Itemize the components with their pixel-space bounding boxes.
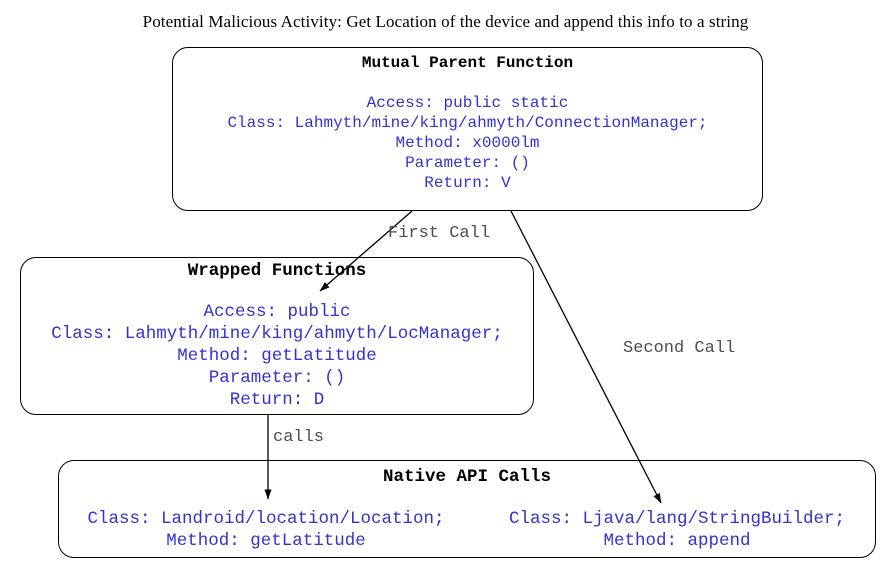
parent-parameter-line: Parameter: ()	[405, 154, 530, 172]
parent-class-line: Class: Lahmyth/mine/king/ahmyth/Connecti…	[227, 114, 708, 132]
mutual-parent-function-node: Mutual Parent Function Access: public st…	[172, 47, 763, 211]
calls-edge-label: calls	[273, 428, 325, 447]
second-call-edge-label: Second Call	[623, 339, 736, 358]
native-location-class-line: Class: Landroid/location/Location;	[87, 509, 445, 529]
parent-access-line: Access: public static	[366, 94, 569, 112]
native-call-stringbuilder: Class: Ljava/lang/StringBuilder; Method:…	[477, 508, 877, 552]
wrapped-class-line: Class: Lahmyth/mine/king/ahmyth/LocManag…	[51, 324, 503, 344]
wrapped-functions-body: Access: public Class: Lahmyth/mine/king/…	[21, 301, 533, 411]
native-call-location: Class: Landroid/location/Location; Metho…	[59, 508, 473, 552]
mutual-parent-function-title: Mutual Parent Function	[361, 54, 574, 72]
native-stringbuilder-class-line: Class: Ljava/lang/StringBuilder;	[508, 509, 846, 529]
diagram-title: Potential Malicious Activity: Get Locati…	[142, 12, 749, 31]
first-call-edge-label: First Call	[388, 224, 491, 243]
parent-return-line: Return: V	[424, 174, 511, 192]
wrapped-functions-title: Wrapped Functions	[187, 261, 367, 281]
mutual-parent-function-body: Access: public static Class: Lahmyth/min…	[173, 93, 762, 193]
first-call-arrow	[319, 210, 413, 292]
wrapped-access-line: Access: public	[203, 302, 351, 322]
native-stringbuilder-method-line: Method: append	[603, 531, 751, 551]
native-location-method-line: Method: getLatitude	[166, 531, 366, 551]
native-api-calls-title: Native API Calls	[382, 467, 552, 487]
native-api-calls-node: Native API Calls Class: Landroid/locatio…	[58, 460, 876, 558]
parent-method-line: Method: x0000lm	[395, 134, 540, 152]
second-call-arrow	[510, 210, 662, 504]
wrapped-return-line: Return: D	[229, 390, 325, 410]
wrapped-method-line: Method: getLatitude	[177, 346, 377, 366]
wrapped-parameter-line: Parameter: ()	[208, 368, 346, 388]
wrapped-functions-node: Wrapped Functions Access: public Class: …	[20, 257, 534, 415]
